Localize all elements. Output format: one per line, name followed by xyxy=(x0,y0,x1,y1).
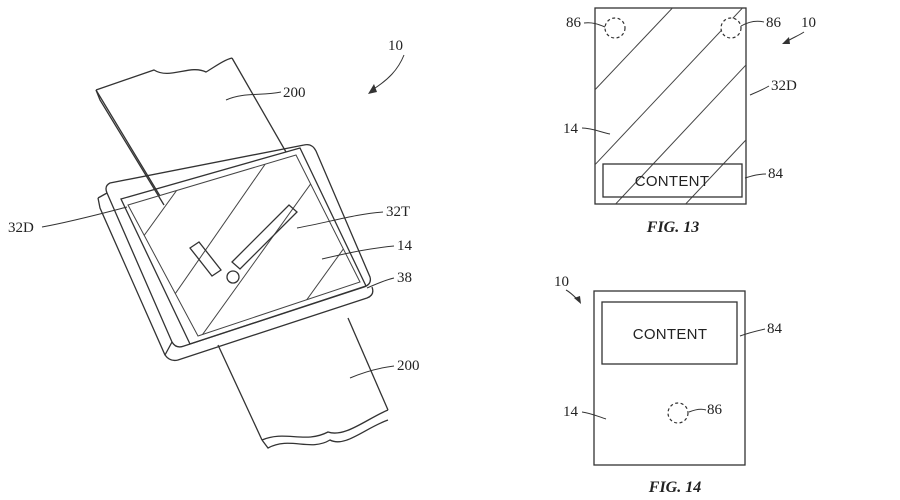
fig14-sensor xyxy=(667,402,689,424)
leader-device-watch xyxy=(371,54,405,91)
fig13-ref-content: 84 xyxy=(768,166,784,182)
fig14-content-label: CONTENT xyxy=(633,326,708,343)
fig14-caption: FIG. 14 xyxy=(648,479,701,496)
fig13-drawing: CONTENT xyxy=(594,7,747,205)
watch-figure xyxy=(95,57,389,449)
ref-touch-layer: 32T xyxy=(386,204,410,220)
fig13-device-outline xyxy=(594,7,747,205)
fig14-ref-display: 14 xyxy=(563,404,579,420)
fig13-sensor-left xyxy=(604,17,626,39)
fig14-leader-display xyxy=(581,411,607,420)
fig14-ref-sensor: 86 xyxy=(707,402,723,418)
leader-touch-layer xyxy=(296,211,384,229)
fig13-leader-display xyxy=(581,127,611,135)
fig14-drawing: CONTENT xyxy=(593,290,746,466)
fig13-ref-device: 10 xyxy=(801,15,816,31)
clock-hands xyxy=(189,204,298,284)
fig13-ref-sensor-right: 86 xyxy=(766,15,782,31)
fig13-content-box xyxy=(602,163,743,198)
fig13-leader-display-layer xyxy=(749,85,770,96)
fig14-leader-content xyxy=(739,328,766,337)
bottom-band xyxy=(217,317,389,449)
fig14-ref-content: 84 xyxy=(767,321,783,337)
ref-band-bottom: 200 xyxy=(397,358,420,374)
ref-display-watch: 14 xyxy=(397,238,413,254)
fig13-leader-sensor-right xyxy=(740,20,765,27)
leader-band-top xyxy=(225,91,282,101)
ref-housing: 38 xyxy=(397,270,412,286)
ref-device-watch: 10 xyxy=(388,38,403,54)
fig13-caption: FIG. 13 xyxy=(646,219,699,236)
fig14-content-box xyxy=(601,301,738,365)
fig14-arrowhead-device xyxy=(574,296,581,304)
top-band xyxy=(95,57,287,206)
fig13-leader-content xyxy=(744,173,767,179)
display-hatching xyxy=(129,155,360,336)
ref-display-layer: 32D xyxy=(8,220,34,236)
watch-housing xyxy=(97,143,374,362)
fig13-content-label: CONTENT xyxy=(635,173,710,190)
fig14-ref-device: 10 xyxy=(554,274,569,290)
fig14-device-outline xyxy=(593,290,746,466)
leader-band-bottom xyxy=(349,365,395,379)
fig13-sensor-right xyxy=(720,17,742,39)
fig13-arrowhead-device xyxy=(782,37,790,44)
leader-housing xyxy=(366,277,395,289)
fig13-ref-display: 14 xyxy=(563,121,579,137)
fig13-ref-sensor-left: 86 xyxy=(566,15,582,31)
leader-display-watch xyxy=(321,245,395,260)
fig14-leader-sensor xyxy=(688,408,707,413)
ref-band-top: 200 xyxy=(283,85,306,101)
fig13-leader-sensor-left xyxy=(583,22,606,28)
leader-display-layer xyxy=(41,206,128,228)
arrowhead-device-watch xyxy=(368,84,377,94)
fig13-ref-display-layer: 32D xyxy=(771,78,797,94)
